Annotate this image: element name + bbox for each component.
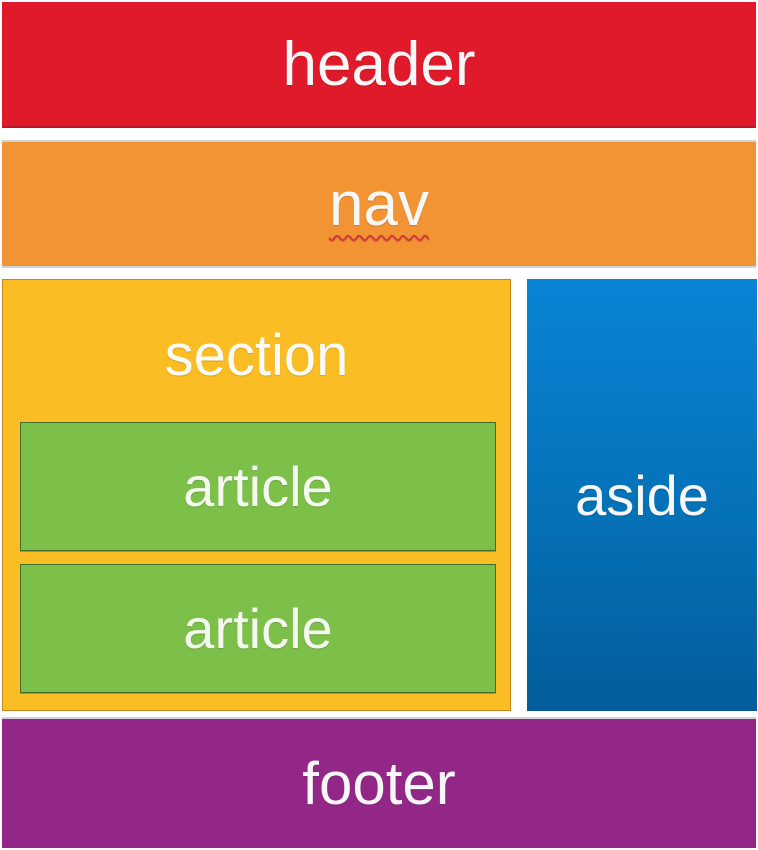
nav-label: nav	[329, 169, 429, 239]
section-label: section	[164, 323, 349, 388]
article-label: article	[183, 597, 333, 660]
article-block-2: article	[20, 564, 496, 693]
article-block-1: article	[20, 422, 496, 551]
header-block: header	[2, 2, 756, 128]
nav-block: nav	[2, 140, 756, 268]
section-block: section article article	[2, 279, 511, 711]
header-label: header	[282, 29, 476, 99]
footer-block: footer	[2, 717, 756, 848]
aside-block: aside	[527, 279, 757, 711]
article-label: article	[183, 455, 333, 518]
footer-label: footer	[302, 750, 456, 817]
aside-label: aside	[575, 463, 709, 527]
